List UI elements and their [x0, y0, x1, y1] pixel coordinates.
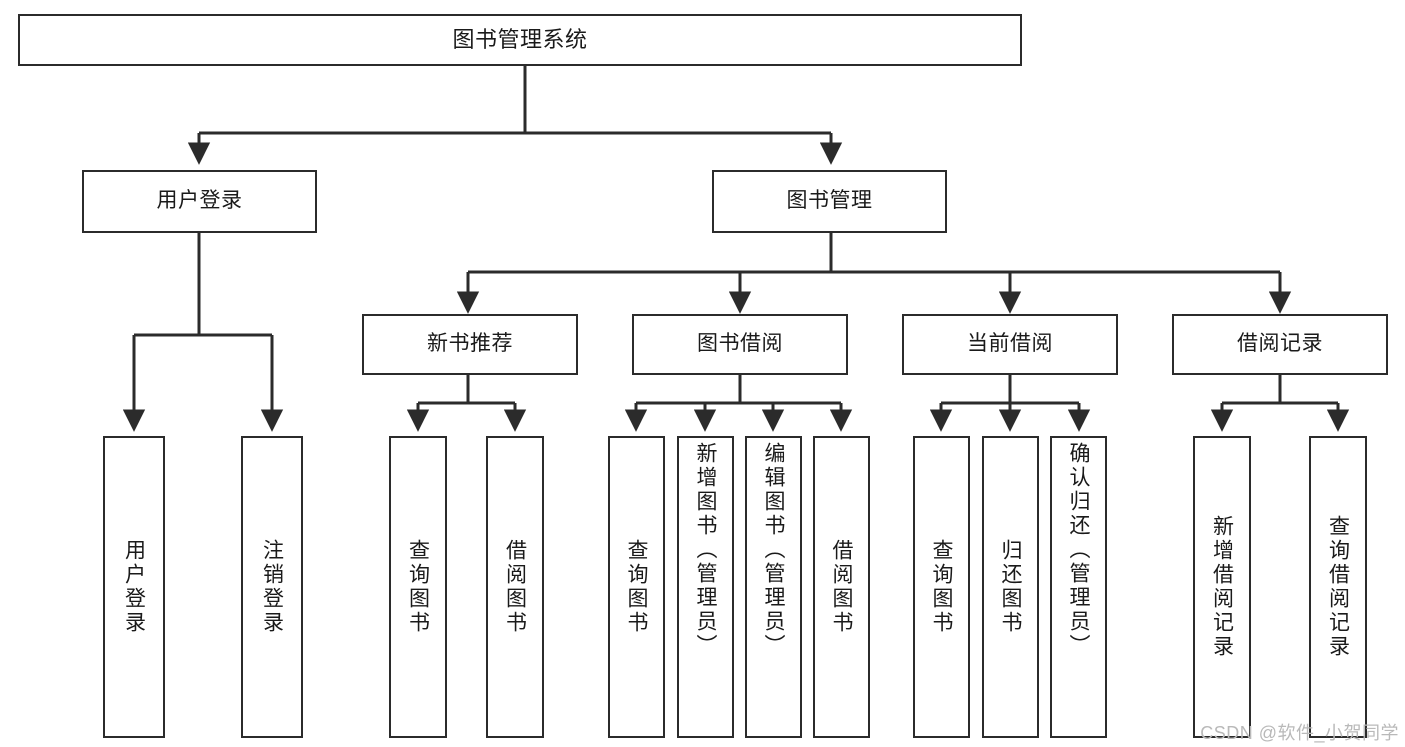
node-label: 借阅图书: [830, 539, 853, 635]
node-label: 用户登录: [156, 189, 243, 213]
node-new-book-recommend[interactable]: 新书推荐: [362, 314, 578, 375]
node-label: 编辑图书（管理员）: [762, 442, 785, 658]
node-leaf-query-book-3[interactable]: 查询图书: [913, 436, 970, 738]
node-user-login[interactable]: 用户登录: [82, 170, 317, 233]
node-label: 新增借阅记录: [1210, 515, 1234, 659]
node-root-system[interactable]: 图书管理系统: [18, 14, 1022, 66]
csdn-watermark: CSDN @软件_小贺同学: [1200, 723, 1399, 743]
node-label: 确认归还（管理员）: [1067, 442, 1090, 658]
node-label: 新书推荐: [427, 332, 513, 356]
node-leaf-edit-book[interactable]: 编辑图书（管理员）: [745, 436, 802, 738]
node-label: 查询借阅记录: [1326, 515, 1350, 659]
node-label: 图书管理系统: [452, 26, 588, 52]
node-leaf-add-book[interactable]: 新增图书（管理员）: [677, 436, 734, 738]
node-borrow-record[interactable]: 借阅记录: [1172, 314, 1388, 375]
node-label: 归还图书: [999, 539, 1022, 635]
node-label: 用户登录: [122, 539, 146, 635]
node-leaf-logout[interactable]: 注销登录: [241, 436, 303, 738]
node-leaf-query-record[interactable]: 查询借阅记录: [1309, 436, 1367, 738]
node-leaf-confirm-return[interactable]: 确认归还（管理员）: [1050, 436, 1107, 738]
node-leaf-query-book-1[interactable]: 查询图书: [389, 436, 447, 738]
node-label: 借阅图书: [503, 539, 527, 635]
node-label: 查询图书: [625, 539, 648, 635]
node-label: 图书借阅: [697, 332, 783, 356]
node-label: 当前借阅: [967, 332, 1053, 356]
node-label: 查询图书: [930, 539, 953, 635]
node-leaf-borrow-book-1[interactable]: 借阅图书: [486, 436, 544, 738]
node-leaf-query-book-2[interactable]: 查询图书: [608, 436, 665, 738]
node-leaf-return-book[interactable]: 归还图书: [982, 436, 1039, 738]
node-label: 查询图书: [406, 539, 430, 635]
node-label: 借阅记录: [1237, 332, 1323, 356]
node-leaf-borrow-book-2[interactable]: 借阅图书: [813, 436, 870, 738]
node-label: 注销登录: [260, 539, 284, 635]
node-label: 新增图书（管理员）: [694, 442, 717, 658]
node-current-borrow[interactable]: 当前借阅: [902, 314, 1118, 375]
node-label: 图书管理: [786, 189, 873, 213]
node-book-borrow[interactable]: 图书借阅: [632, 314, 848, 375]
node-leaf-user-login[interactable]: 用户登录: [103, 436, 165, 738]
node-book-manage[interactable]: 图书管理: [712, 170, 947, 233]
node-leaf-add-record[interactable]: 新增借阅记录: [1193, 436, 1251, 738]
